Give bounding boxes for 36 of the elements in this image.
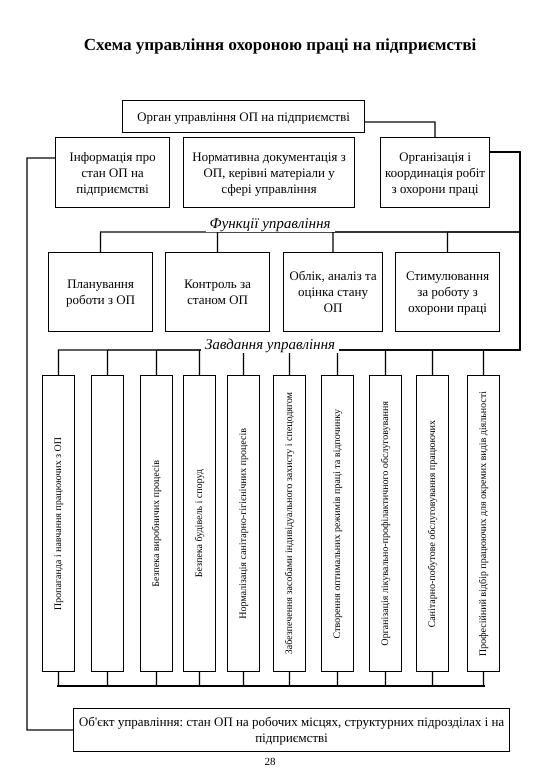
- process-box: Контроль за станом ОП: [165, 252, 270, 332]
- connector-line: [336, 672, 338, 685]
- page-number: 28: [250, 754, 290, 770]
- task-box: Створення оптимальних режимів праці та відпочинку: [321, 375, 354, 672]
- connector-line: [58, 672, 60, 685]
- task-box: Організація лікувально-профілактичного обслуговування: [369, 375, 402, 672]
- process-box: Нормативна документація з ОП, керівні матеріали у сфері управління: [183, 137, 355, 208]
- process-box: Інформація про стан ОП на підприємстві: [55, 137, 170, 208]
- process-box: Планування роботи з ОП: [48, 252, 153, 332]
- section-heading: Функції управління: [150, 213, 390, 236]
- diagram-title: Схема управління охороною праці на підприємстві: [82, 34, 478, 56]
- task-box: Пропаганда і навчання працюючих з ОП: [42, 375, 75, 672]
- connector-line: [482, 151, 521, 375]
- connector-line: [365, 121, 436, 137]
- connector-line: [26, 157, 73, 731]
- task-box: Забезпечення засобами індивідуального захисту і спецодягом: [273, 375, 306, 672]
- connector-line: [106, 672, 108, 685]
- process-box: Об'єкт управління: стан ОП на робочих місцях, структурних підрозділах і на підприємстві: [73, 708, 510, 752]
- connector-line: [482, 672, 484, 685]
- task-box: Безпека виробничих процесів: [140, 375, 173, 672]
- task-box: Нормалізація санітарно-гігієнічних процесів: [227, 375, 260, 672]
- section-heading: Завдання управління: [150, 334, 390, 356]
- task-box: Професійний відбір працюючих для окремих видів діяльності: [467, 375, 500, 672]
- task-box: [91, 375, 124, 672]
- connector-line: [242, 672, 244, 685]
- process-box: Організація і координація робіт з охорони праці: [380, 137, 490, 208]
- connector-line: [198, 672, 200, 685]
- connector-line: [288, 672, 290, 685]
- connector-line: [384, 672, 386, 685]
- connector-line: [156, 672, 158, 685]
- process-box: Облік, аналіз та оцінка стану ОП: [283, 252, 383, 332]
- process-box: Стимулювання за роботу з охорони праці: [395, 252, 500, 332]
- task-box: Безпека будівель і споруд: [183, 375, 216, 672]
- process-box: Орган управління ОП на підприємстві: [122, 100, 365, 133]
- task-box: Санітарно-побутове обслуговування працюючих: [416, 375, 449, 672]
- connector-line: [432, 672, 434, 685]
